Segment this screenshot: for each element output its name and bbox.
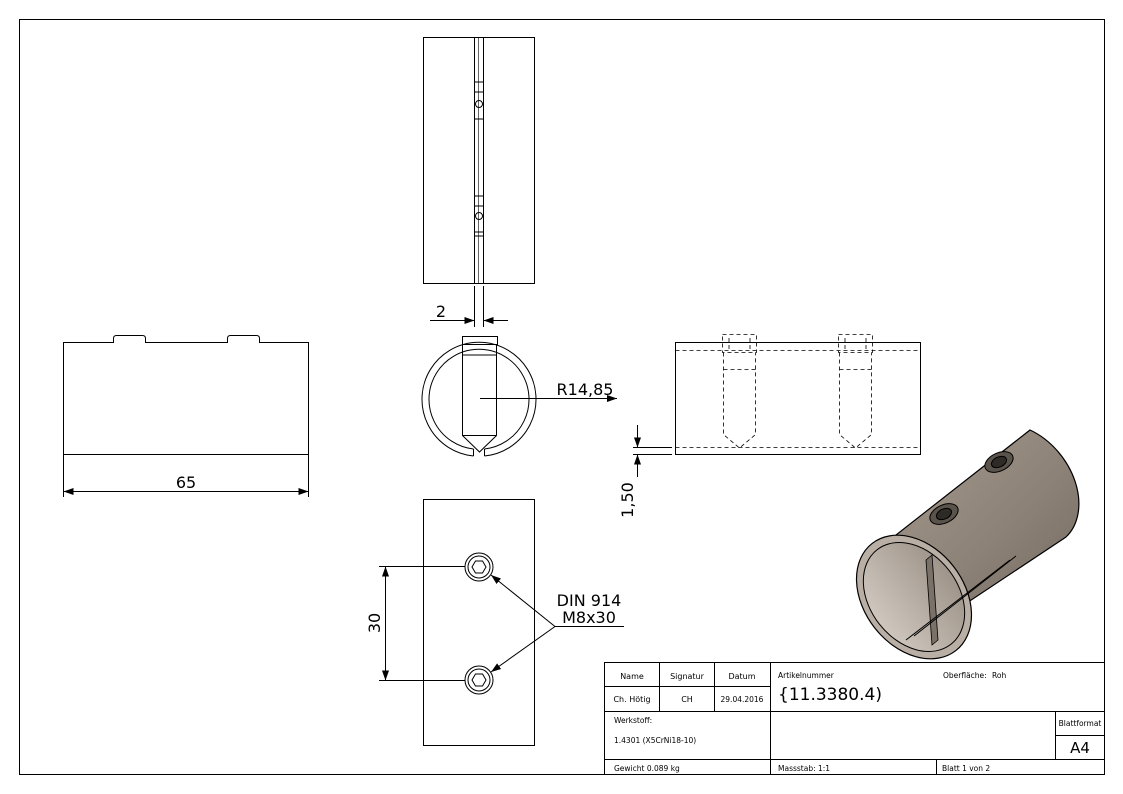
bottom-view (379, 499, 624, 746)
tb-signature-value: CH (681, 695, 693, 704)
tb-weight: Gewicht 0.089 kg (614, 764, 680, 773)
tb-sheet-format-label: Blattformat (1059, 719, 1102, 728)
tb-material-label: Werkstoff: (614, 716, 652, 725)
tb-name-header: Name (620, 672, 644, 681)
dim-wall-label: 1,50 (618, 482, 637, 518)
dim-hole-spacing-label: 30 (365, 613, 384, 633)
tb-surface-label: Oberfläche: (943, 671, 987, 680)
tb-surface-value: Roh (992, 671, 1006, 680)
side-view-left (63, 335, 309, 497)
top-view (423, 37, 535, 284)
title-block (604, 662, 1105, 775)
screw-spec-line2: M8x30 (562, 608, 616, 627)
dim-length-label: 65 (176, 473, 196, 492)
tb-material-value: 1.4301 (X5CrNi18-10) (614, 736, 696, 745)
tb-sheet-format-value: A4 (1070, 739, 1090, 757)
tb-date-value: 29.04.2016 (721, 695, 764, 704)
tb-name-value: Ch. Hötig (613, 695, 650, 704)
tb-signature-header: Signatur (670, 672, 705, 681)
tb-sheet-number: Blatt 1 von 2 (942, 764, 990, 773)
side-view-right (633, 334, 921, 477)
screw-spec-line1: DIN 914 (557, 591, 622, 610)
tb-date-header: Datum (728, 672, 755, 681)
dim-radius-label: R14,85 (557, 380, 614, 399)
tb-article-label: Artikelnummer (778, 671, 835, 680)
drawing-frame (19, 19, 1105, 775)
tb-scale: Massstab: 1:1 (778, 764, 830, 773)
isometric-view (855, 429, 1080, 660)
front-section-view (421, 286, 617, 457)
dim-slot-width-label: 2 (436, 302, 446, 321)
tb-article-value: {11.3380.4) (778, 685, 882, 705)
